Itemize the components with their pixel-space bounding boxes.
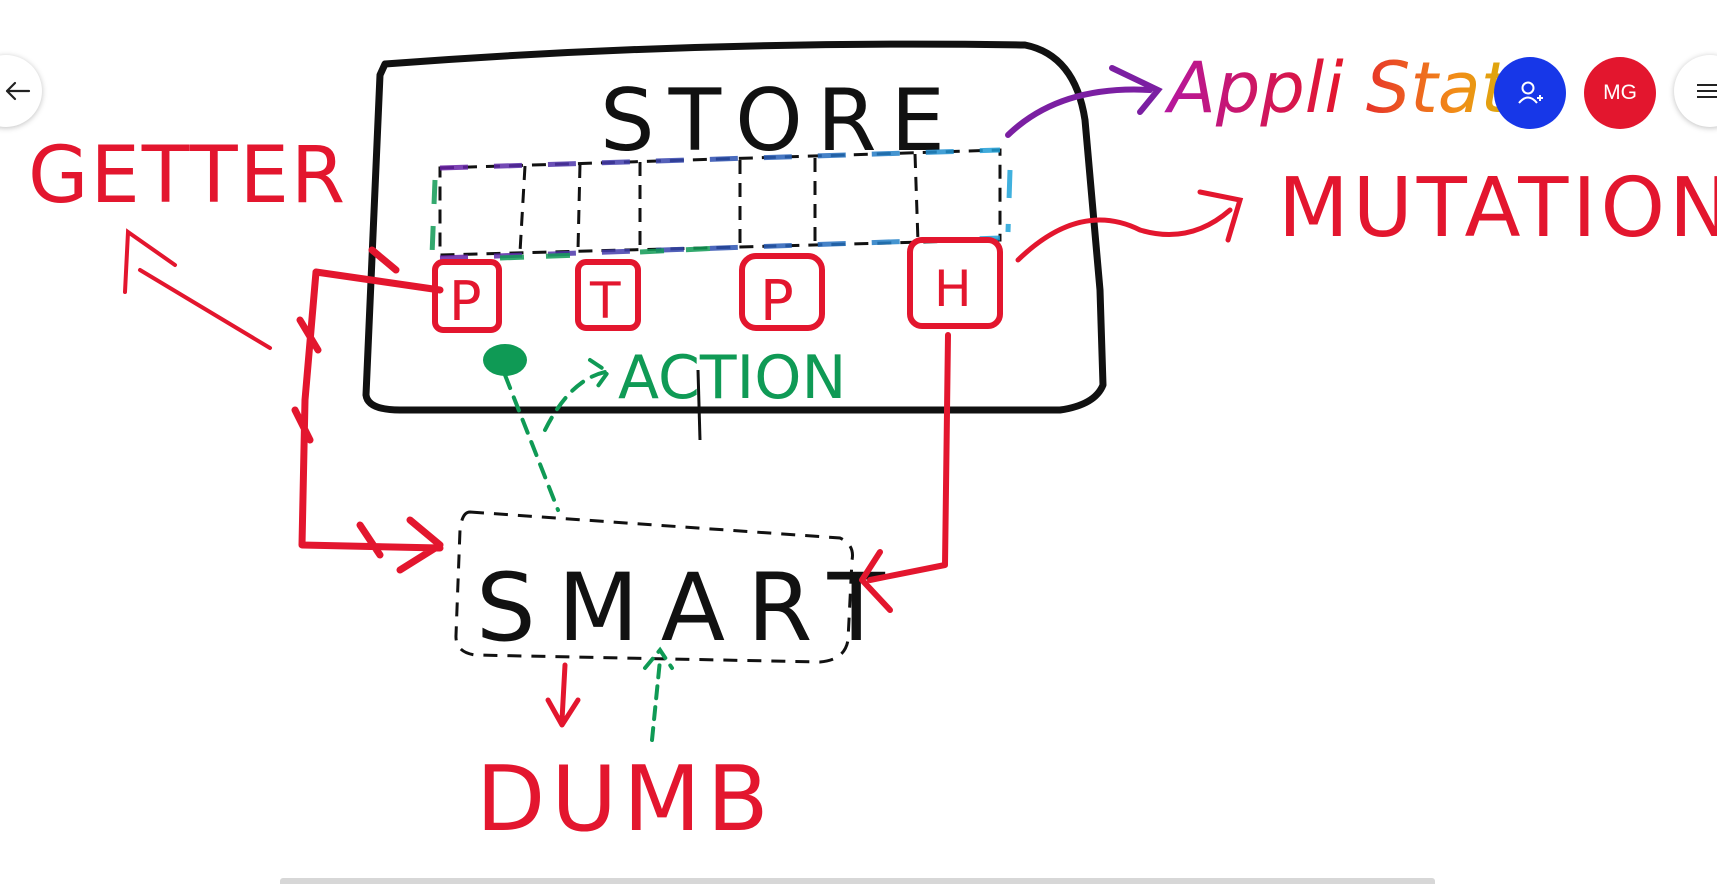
dumb-label: DUMB <box>476 747 775 852</box>
user-avatar-button[interactable]: MG <box>1584 57 1656 129</box>
appli-state-arrow <box>1005 65 1163 138</box>
arrow-left-icon <box>5 81 31 101</box>
action-label: ACTION <box>618 343 846 413</box>
bottom-scroll-indicator[interactable] <box>280 878 1435 884</box>
hamburger-menu-icon <box>1697 84 1717 98</box>
slot-label-p1: P <box>449 270 482 333</box>
add-user-icon <box>1518 81 1543 104</box>
h-to-smart-arrow <box>859 332 951 613</box>
slot-label-h: H <box>934 260 972 318</box>
slots-green-edge <box>429 179 721 261</box>
slot-label-p2: P <box>760 269 794 334</box>
smart-label: SMART <box>476 554 907 663</box>
smart-box <box>454 510 854 664</box>
getter-caret <box>123 228 272 350</box>
mutations-label: MUTATIONS <box>1278 161 1717 256</box>
invite-button[interactable] <box>1494 57 1566 129</box>
smart-to-dumb-arrow <box>545 662 581 728</box>
appli-state-label: Appli State <box>1164 47 1551 129</box>
action-dashed-arrow <box>503 358 611 512</box>
dumb-to-smart-arrow <box>643 646 674 742</box>
avatar-initials: MG <box>1603 81 1637 104</box>
action-blob <box>483 344 527 376</box>
getter-label: GETTER <box>28 131 347 221</box>
slots-sparkle-border <box>439 147 1013 261</box>
slot-boxes <box>432 237 1003 333</box>
slot-label-t: T <box>589 272 621 330</box>
mutations-arrow <box>1015 189 1244 263</box>
store-box <box>362 40 1107 414</box>
getter-flow-arrow <box>291 246 444 574</box>
action-tick <box>696 369 702 441</box>
